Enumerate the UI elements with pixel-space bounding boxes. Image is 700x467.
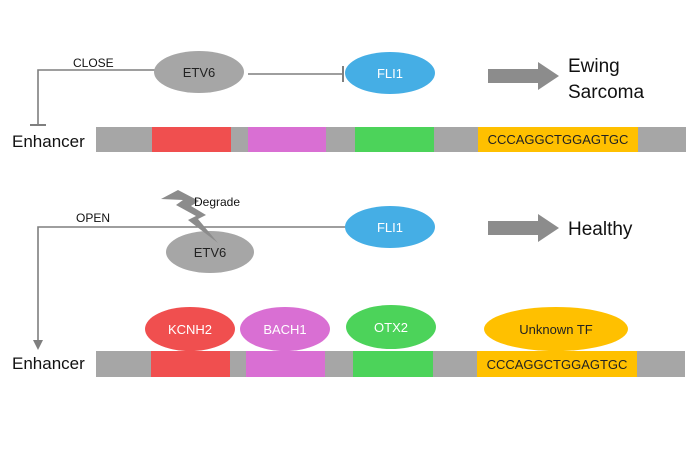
sequence-region-bottom <box>477 351 637 377</box>
sequence-region-top <box>478 127 638 152</box>
ewing-arrow <box>488 62 559 90</box>
open-activation-line <box>37 226 347 342</box>
sequence-text-top: CCCAGGCTGGAGTGC <box>488 132 629 147</box>
fli1-label-bottom: FLI1 <box>377 220 403 235</box>
fli1-node-top <box>345 52 435 94</box>
tf-bach1-label: BACH1 <box>263 322 306 337</box>
enhancer-label-bottom: Enhancer <box>12 354 85 373</box>
green-region-bottom <box>353 351 433 377</box>
etv6-label-top: ETV6 <box>183 65 216 80</box>
degrade-label: Degrade <box>194 195 240 209</box>
tf-unknown <box>484 307 628 351</box>
green-region-top <box>355 127 434 152</box>
top-panel: CLOSE ETV6 FLI1 Ewing Sarcoma Enhancer C… <box>12 51 686 152</box>
open-label: OPEN <box>76 211 110 225</box>
etv6-node-bottom <box>166 231 254 273</box>
close-label: CLOSE <box>73 56 114 70</box>
outcome-ewing: Ewing <box>568 56 620 77</box>
etv6-label-bottom: ETV6 <box>194 245 227 260</box>
pink-region-top <box>248 127 326 152</box>
sequence-text-bottom: CCCAGGCTGGAGTGC <box>487 357 628 372</box>
tf-bach1 <box>240 307 330 351</box>
fli1-node-bottom <box>345 206 435 248</box>
fli1-label-top: FLI1 <box>377 66 403 81</box>
bottom-panel: OPEN ETV6 Degrade FLI1 Healthy KCNH2 BAC… <box>12 190 685 377</box>
lightning-bolt-icon <box>161 190 218 243</box>
open-activation-arrowhead <box>33 340 43 350</box>
etv6-node-top <box>154 51 244 93</box>
enhancer-label-top: Enhancer <box>12 132 85 151</box>
tf-kcnh2 <box>145 307 235 351</box>
outcome-healthy: Healthy <box>568 219 633 240</box>
tf-unknown-label: Unknown TF <box>519 322 593 337</box>
close-repression-line <box>37 69 156 124</box>
outcome-sarcoma: Sarcoma <box>568 82 644 103</box>
red-region-bottom <box>151 351 230 377</box>
healthy-arrow <box>488 214 559 242</box>
tf-otx2 <box>346 305 436 349</box>
tf-kcnh2-label: KCNH2 <box>168 322 212 337</box>
red-region-top <box>152 127 231 152</box>
tf-otx2-label: OTX2 <box>374 320 408 335</box>
pink-region-bottom <box>246 351 325 377</box>
